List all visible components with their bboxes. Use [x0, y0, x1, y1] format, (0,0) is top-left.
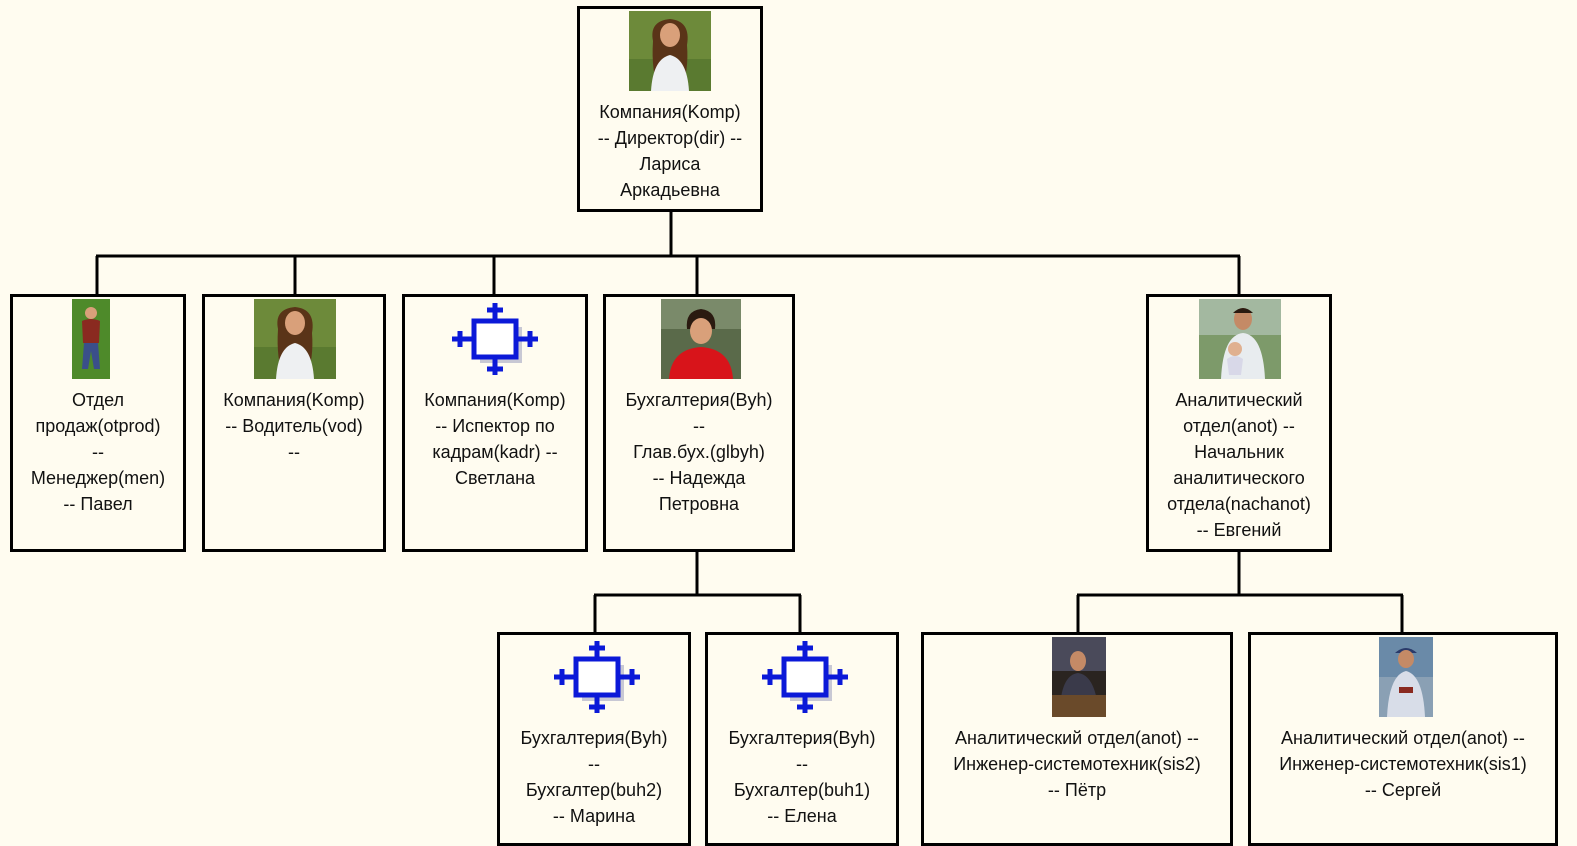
vacancy-position-icon: [548, 639, 646, 717]
node-label: Аналитический отдел(anot) -- Инженер-сис…: [953, 728, 1201, 800]
org-node-engineer-2[interactable]: Аналитический отдел(anot) -- Инженер-сис…: [921, 632, 1233, 846]
org-node-accountant-2[interactable]: Бухгалтерия(Byh) -- Бухгалтер(buh2) -- М…: [497, 632, 691, 846]
vacancy-position-icon: [446, 301, 544, 379]
node-label: Аналитический отдел(anot) -- Начальник а…: [1167, 390, 1311, 540]
org-node-driver[interactable]: Компания(Komp) -- Водитель(vod) --: [202, 294, 386, 552]
boy-photo-icon: [72, 299, 110, 379]
org-node-sales-manager[interactable]: Отдел продаж(otprod) -- Менеджер(men) --…: [10, 294, 186, 552]
org-node-engineer-1[interactable]: Аналитический отдел(anot) -- Инженер-сис…: [1248, 632, 1558, 846]
node-label: Компания(Komp) -- Водитель(vod) --: [223, 390, 365, 462]
man-cap-photo-icon: [1379, 637, 1433, 717]
node-label: Компания(Komp) -- Испектор по кадрам(kad…: [424, 390, 566, 488]
node-label: Аналитический отдел(anot) -- Инженер-сис…: [1279, 728, 1527, 800]
man-child-photo-icon: [1199, 299, 1281, 379]
woman-red-photo-icon: [661, 299, 741, 379]
org-node-chief-accountant[interactable]: Бухгалтерия(Byh) -- Глав.бух.(glbyh) -- …: [603, 294, 795, 552]
org-node-accountant-1[interactable]: Бухгалтерия(Byh) -- Бухгалтер(buh1) -- Е…: [705, 632, 899, 846]
vacancy-position-icon: [756, 639, 854, 717]
node-label: Бухгалтерия(Byh) -- Бухгалтер(buh1) -- Е…: [728, 728, 876, 826]
woman-photo-icon: [629, 11, 711, 91]
node-label: Компания(Komp) -- Директор(dir) -- Ларис…: [597, 102, 743, 200]
org-node-analytics-head[interactable]: Аналитический отдел(anot) -- Начальник а…: [1146, 294, 1332, 552]
node-label: Бухгалтерия(Byh) -- Бухгалтер(buh2) -- М…: [520, 728, 668, 826]
node-label: Бухгалтерия(Byh) -- Глав.бух.(glbyh) -- …: [625, 390, 773, 514]
man-desk-photo-icon: [1052, 637, 1106, 717]
org-node-hr-inspector[interactable]: Компания(Komp) -- Испектор по кадрам(kad…: [402, 294, 588, 552]
woman-photo-icon: [254, 299, 336, 379]
node-label: Отдел продаж(otprod) -- Менеджер(men) --…: [30, 390, 166, 514]
org-node-director[interactable]: Компания(Komp) -- Директор(dir) -- Ларис…: [577, 6, 763, 212]
